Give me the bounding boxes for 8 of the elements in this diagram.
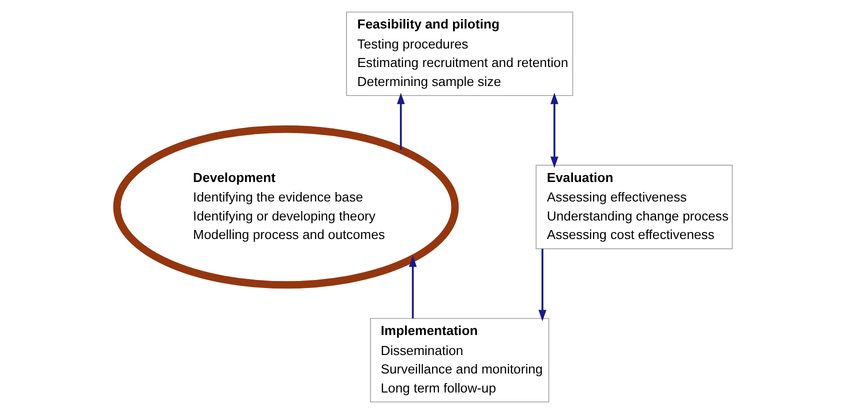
node-box: Evaluation Assessing effectiveness Understanding change process Assessing cost effectiveness [536, 164, 733, 250]
node-box: Feasibility and piloting Testing procedures Estimating recruitment and retention Determining sample size [346, 12, 574, 96]
arrow [396, 92, 405, 150]
arrow [550, 92, 558, 168]
arrow [538, 248, 546, 322]
node-box: Implementation Dissemination Surveillance and monitoring Long term follow-up [370, 318, 550, 402]
arrow [408, 256, 417, 318]
node-ellipse: Development Identifying the evidence base Identifying or developing theory Modelling process and outcomes [113, 125, 459, 289]
